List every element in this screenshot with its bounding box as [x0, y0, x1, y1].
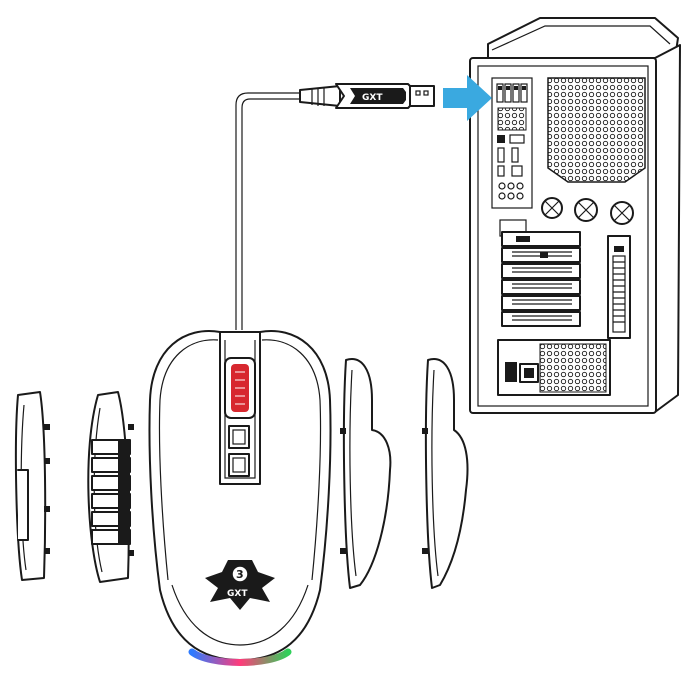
dpi-up-button [228, 425, 250, 449]
case-fans [541, 197, 634, 225]
side-panel-icon [340, 358, 392, 589]
io-panel [491, 77, 533, 209]
usb-ports [496, 83, 528, 103]
cable-brand-label: GXT [362, 93, 383, 103]
side-buttons [91, 439, 131, 545]
fan-grille [547, 77, 646, 183]
scroll-wheel [224, 357, 256, 419]
mouse-logo-icon: 3 GXT [205, 560, 275, 610]
side-panel-icon [422, 358, 469, 589]
side-panel-icon [14, 391, 50, 581]
mouse-brand-label: GXT [227, 589, 248, 599]
side-panel-icon [87, 391, 134, 583]
usb-cable: GXT [235, 83, 435, 330]
computer-tower-icon [469, 17, 681, 414]
dpi-down-button [228, 453, 250, 477]
mouse-logo-number: 3 [236, 568, 244, 581]
usb-plug-icon [409, 85, 435, 107]
arrow-right-icon [443, 75, 492, 121]
gaming-mouse-icon: 3 GXT [148, 330, 332, 666]
expansion-slots [499, 219, 581, 327]
power-supply [497, 339, 611, 396]
